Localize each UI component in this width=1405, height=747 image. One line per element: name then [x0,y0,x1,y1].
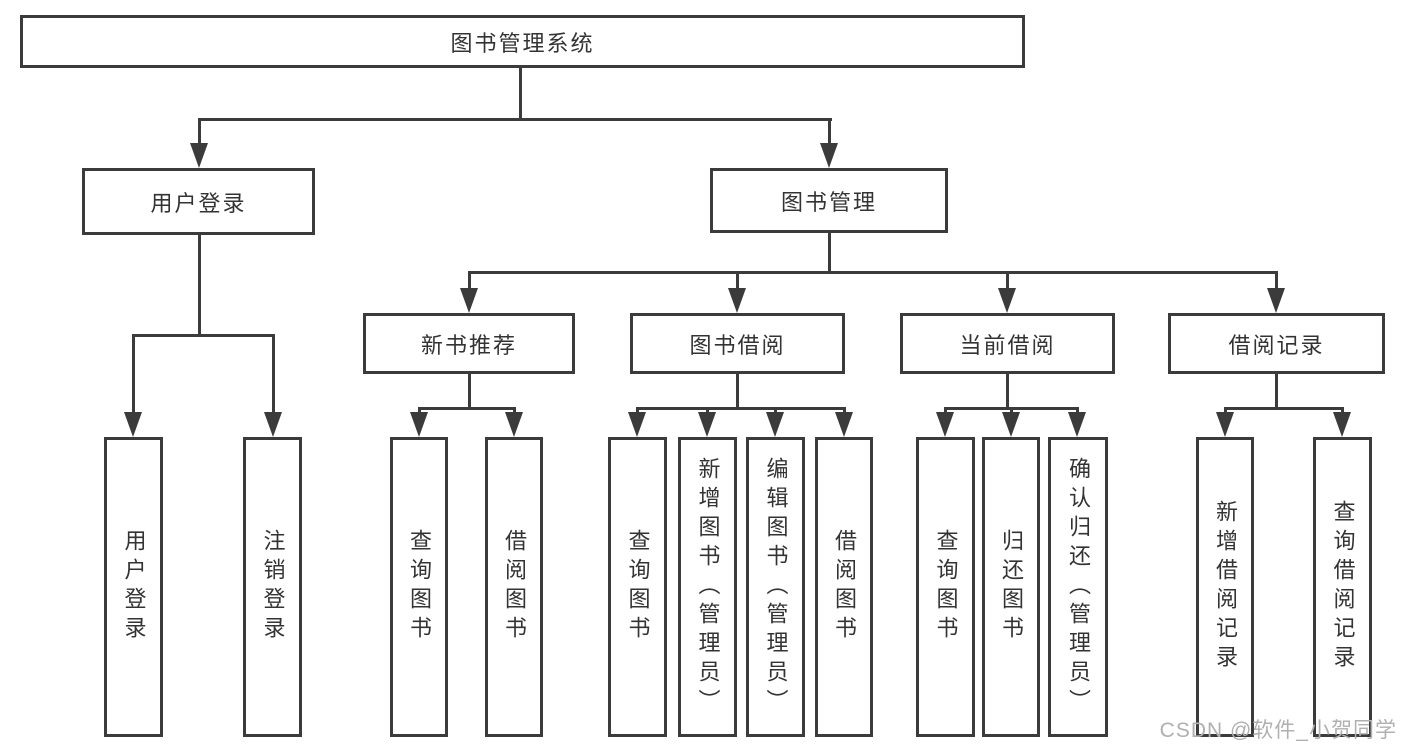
arrow-down-icon [728,288,746,313]
arrow-down-icon [410,412,428,437]
connector-line [1006,372,1009,409]
connector-line [636,407,639,416]
node-label: 当前借阅 [959,332,1056,358]
leaf-edit-books-admin: 编辑图书（管理员） [746,437,805,737]
node-label: 查询图书 [625,529,651,645]
connector-line [944,407,947,416]
arrow-down-icon [628,412,646,437]
leaf-user-login: 用户登录 [104,437,163,737]
leaf-query-books-borrowing: 查询图书 [608,437,667,737]
arrow-down-icon [124,412,142,437]
arrow-down-icon [460,288,478,313]
connector-line [468,271,1278,274]
connector-line [418,407,421,416]
connector-line [736,372,739,409]
leaf-add-borrow-record: 新增借阅记录 [1196,437,1254,737]
connector-line [706,407,709,416]
connector-line [636,407,845,410]
arrow-down-icon [998,288,1016,313]
connector-line [1224,407,1227,416]
leaf-return-books: 归还图书 [982,437,1040,737]
arrow-down-icon [835,412,853,437]
arrow-down-icon [1267,288,1285,313]
arrow-down-icon [936,412,954,437]
node-label: 图书管理 [780,189,877,215]
connector-line [1006,271,1009,291]
node-label: 用户登录 [121,529,147,645]
node-book-borrowing: 图书借阅 [630,313,845,374]
arrow-down-icon [1216,412,1234,437]
leaf-borrow-books: 借阅图书 [815,437,873,737]
leaf-query-books-recommend: 查询图书 [390,437,448,737]
arrow-down-icon [820,143,838,168]
node-label: 查询借阅记录 [1330,500,1356,674]
connector-line [198,118,201,146]
arrow-down-icon [1068,412,1086,437]
node-label: 新增借阅记录 [1213,500,1238,674]
arrow-down-icon [1002,412,1020,437]
watermark: CSDN @软件_小贺同学 [1159,719,1397,742]
leaf-borrow-books-recommend: 借阅图书 [485,437,543,737]
leaf-query-borrow-record: 查询借阅记录 [1313,437,1372,737]
arrow-down-icon [264,412,282,437]
node-label: 注销登录 [260,529,286,645]
node-new-book-recommendation: 新书推荐 [363,313,575,374]
connector-line [132,334,135,414]
node-label: 新书推荐 [420,332,517,358]
node-label: 确认归还（管理员） [1066,456,1091,718]
connector-line [774,407,777,416]
node-user-login: 用户登录 [82,168,315,235]
node-book-management: 图书管理 [710,168,948,233]
node-label: 编辑图书（管理员） [763,456,789,718]
arrow-down-icon [698,412,716,437]
node-borrowing-records: 借阅记录 [1168,313,1385,374]
node-label: 图书管理系统 [450,30,595,56]
node-label: 新增图书（管理员） [695,456,721,718]
connector-line [828,118,831,146]
connector-line [1275,271,1278,291]
connector-line [736,271,739,291]
connector-line [198,233,201,336]
node-label: 图书借阅 [689,332,786,358]
leaf-confirm-return-admin: 确认归还（管理员） [1048,437,1108,737]
node-library-management-system: 图书管理系统 [20,15,1025,68]
connector-line [468,271,471,291]
leaf-logout: 注销登录 [243,437,302,737]
arrow-down-icon [505,412,523,437]
node-label: 查询图书 [407,529,432,645]
connector-line [843,407,846,416]
connector-line [513,407,516,416]
connector-line [1341,407,1344,416]
arrow-down-icon [1333,412,1351,437]
node-label: 用户登录 [150,190,247,216]
arrow-down-icon [190,143,208,168]
connector-line [1010,407,1013,416]
node-label: 借阅记录 [1228,332,1325,358]
leaf-query-books-current: 查询图书 [916,437,975,737]
node-label: 查询图书 [933,529,959,645]
connector-line [519,66,522,120]
connector-line [1275,372,1278,409]
connector-line [468,372,471,409]
arrow-down-icon [766,412,784,437]
connector-line [1076,407,1079,416]
connector-line [198,118,832,121]
node-current-borrowing: 当前借阅 [900,313,1115,374]
leaf-add-books-admin: 新增图书（管理员） [678,437,737,737]
connector-line [418,407,516,410]
connector-line [1224,407,1343,410]
node-label: 归还图书 [999,529,1024,645]
connector-line [272,334,275,414]
connector-line [132,334,275,337]
node-label: 借阅图书 [502,529,527,645]
connector-line [828,231,831,274]
node-label: 借阅图书 [832,529,857,645]
